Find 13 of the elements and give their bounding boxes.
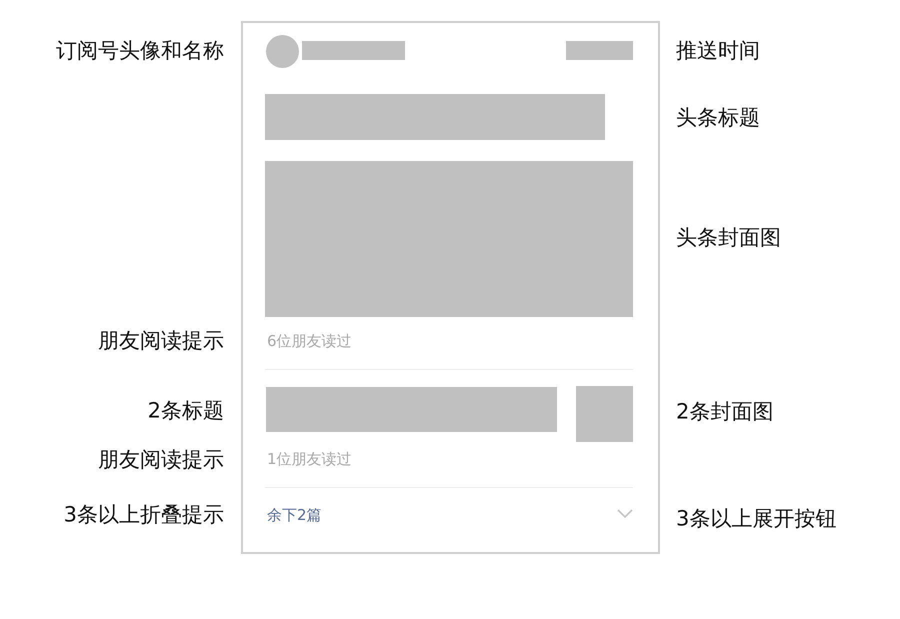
annotation-text: 推送时间	[676, 38, 760, 64]
annotation-text: 2条封面图	[676, 399, 774, 425]
annotation-text: 头条标题	[676, 105, 760, 131]
annotation-text: 朋友阅读提示	[98, 328, 224, 354]
annotation-text: 3条以上展开按钮	[676, 506, 836, 532]
annotation-text: 3条以上折叠提示	[64, 502, 224, 528]
friends-read-hint: 6位朋友读过	[267, 332, 352, 350]
annotation-text: 头条封面图	[676, 225, 781, 251]
annotation-text: 2条标题	[148, 398, 224, 424]
annotation-text: 订阅号头像和名称	[56, 38, 224, 64]
friends-read-hint: 1位朋友读过	[267, 450, 352, 468]
annotation-text: 朋友阅读提示	[98, 447, 224, 473]
expand-link: 余下2篇	[267, 506, 322, 524]
